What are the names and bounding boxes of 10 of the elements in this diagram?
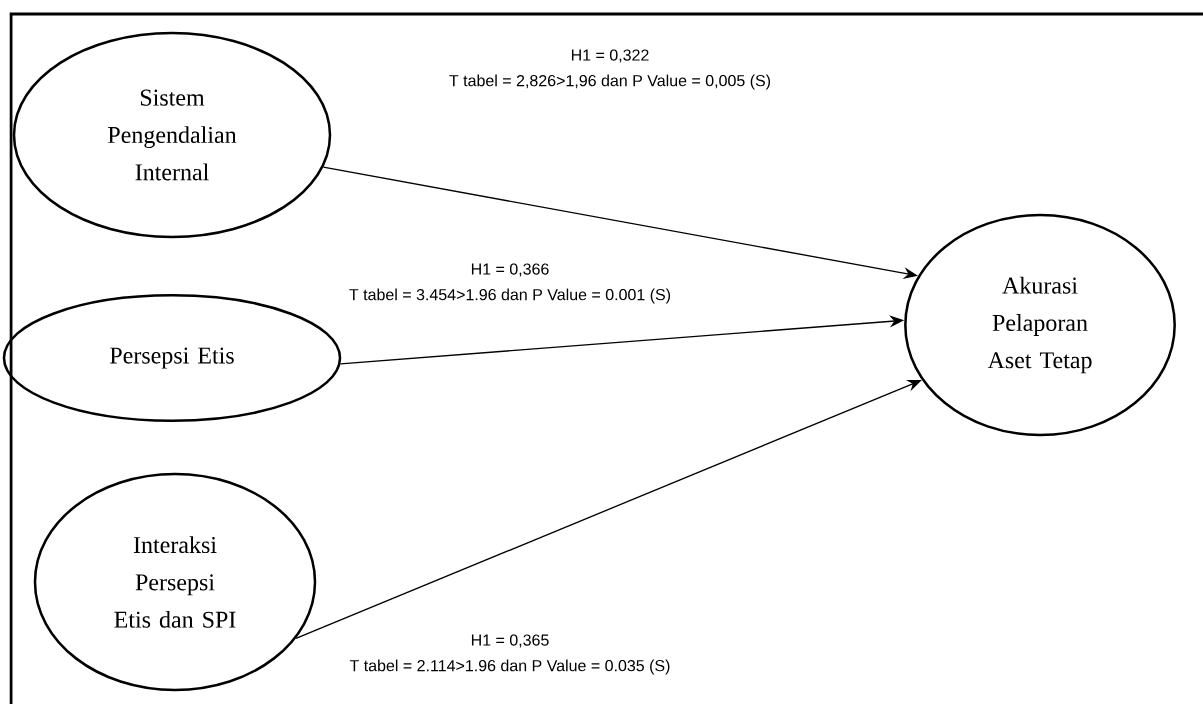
- coefficient-label: H1 = 0,322: [571, 49, 649, 63]
- coefficient-label: H1 = 0,366: [471, 263, 549, 277]
- ellipse-node: Interaksi Persepsi Etis dan SPI: [33, 472, 317, 692]
- ellipse-node: Persepsi Etis: [2, 294, 342, 422]
- coefficient-label: T tabel = 2.114>1.96 dan P Value = 0.035 (S): [349, 659, 670, 675]
- coefficient-label: T tabel = 3.454>1.96 dan P Value = 0.001 (S): [349, 288, 671, 304]
- ellipse-node: Akurasi Pelaporan Aset Tetap: [904, 213, 1176, 437]
- coefficient-label: T tabel = 2,826>1,96 dan P Value = 0,005 (S): [449, 74, 771, 90]
- coefficient-label: H1 = 0,365: [471, 634, 549, 648]
- ellipse-node: Sistem Pengendalian Internal: [12, 31, 332, 239]
